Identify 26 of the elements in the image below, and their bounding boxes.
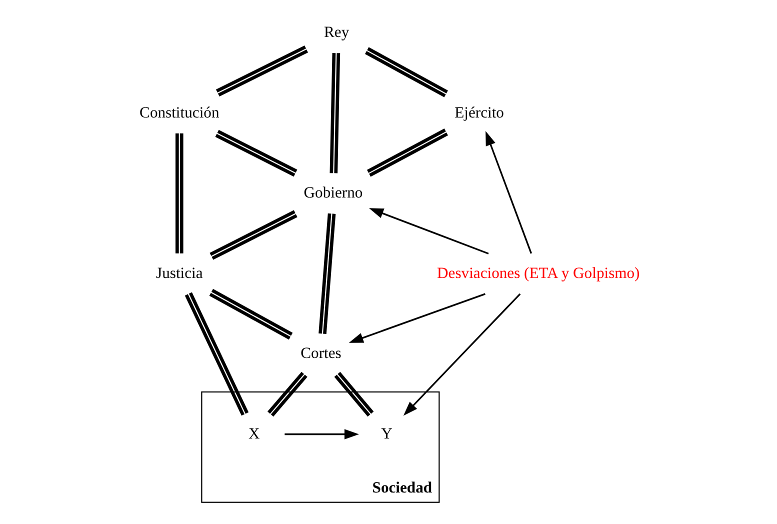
connector: [209, 210, 297, 260]
node-text: Ejército: [454, 104, 504, 122]
node-text: Gobierno: [303, 184, 362, 202]
node-text: X: [248, 425, 260, 442]
connector: [208, 288, 292, 340]
node-text: Cortes: [300, 345, 341, 362]
connector: [329, 53, 340, 174]
arrow: [402, 293, 520, 416]
node-text: Constitución: [139, 104, 219, 122]
connector: [334, 372, 374, 417]
connector: [175, 133, 183, 254]
arrow: [284, 429, 358, 440]
connector: [214, 130, 297, 177]
connector: [215, 46, 308, 97]
node-text: Rey: [324, 24, 349, 42]
arrow: [348, 293, 485, 343]
node-text: Justicia: [156, 264, 202, 282]
connector: [364, 47, 448, 98]
connector: [266, 372, 307, 417]
arrow: [368, 208, 488, 254]
node-text: Y: [380, 425, 392, 442]
node-text: Desviaciones (ETA y Golpismo): [436, 264, 640, 282]
arrow: [485, 131, 532, 254]
connector: [184, 292, 248, 416]
connector: [366, 128, 448, 177]
connector: [318, 213, 336, 334]
